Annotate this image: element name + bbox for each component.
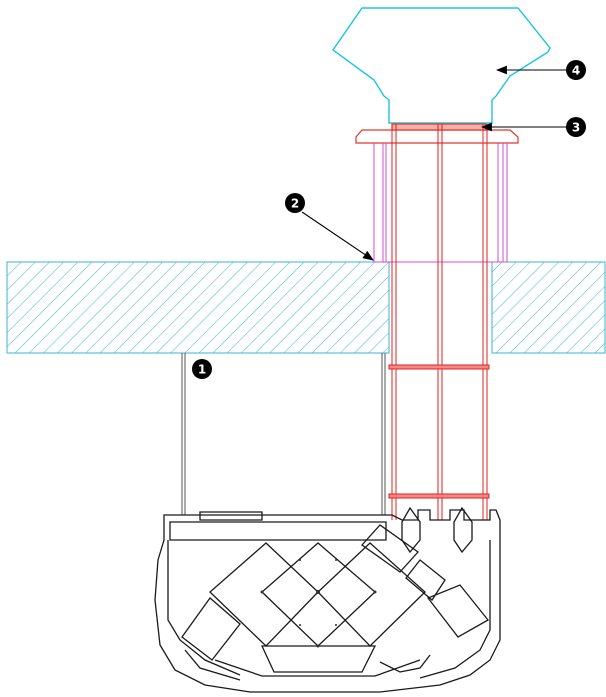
ceiling-slab-right [491, 261, 606, 354]
callout-4: 4 [495, 60, 586, 80]
ceiling-slab-left [6, 261, 390, 354]
callout-1: 1 [192, 359, 212, 379]
hanger-rods [181, 353, 386, 515]
callout-4-label: 4 [572, 64, 580, 78]
ceiling-slab [6, 261, 606, 354]
callout-2-label: 2 [291, 197, 299, 211]
unit-rivets [260, 559, 377, 648]
roof-cap [332, 7, 551, 124]
callout-2: 2 [285, 193, 374, 261]
indoor-unit [154, 506, 501, 693]
callout-3: 3 [480, 117, 586, 137]
duct [388, 124, 490, 520]
callout-1-label: 1 [198, 363, 206, 377]
callout-3-label: 3 [572, 121, 580, 135]
